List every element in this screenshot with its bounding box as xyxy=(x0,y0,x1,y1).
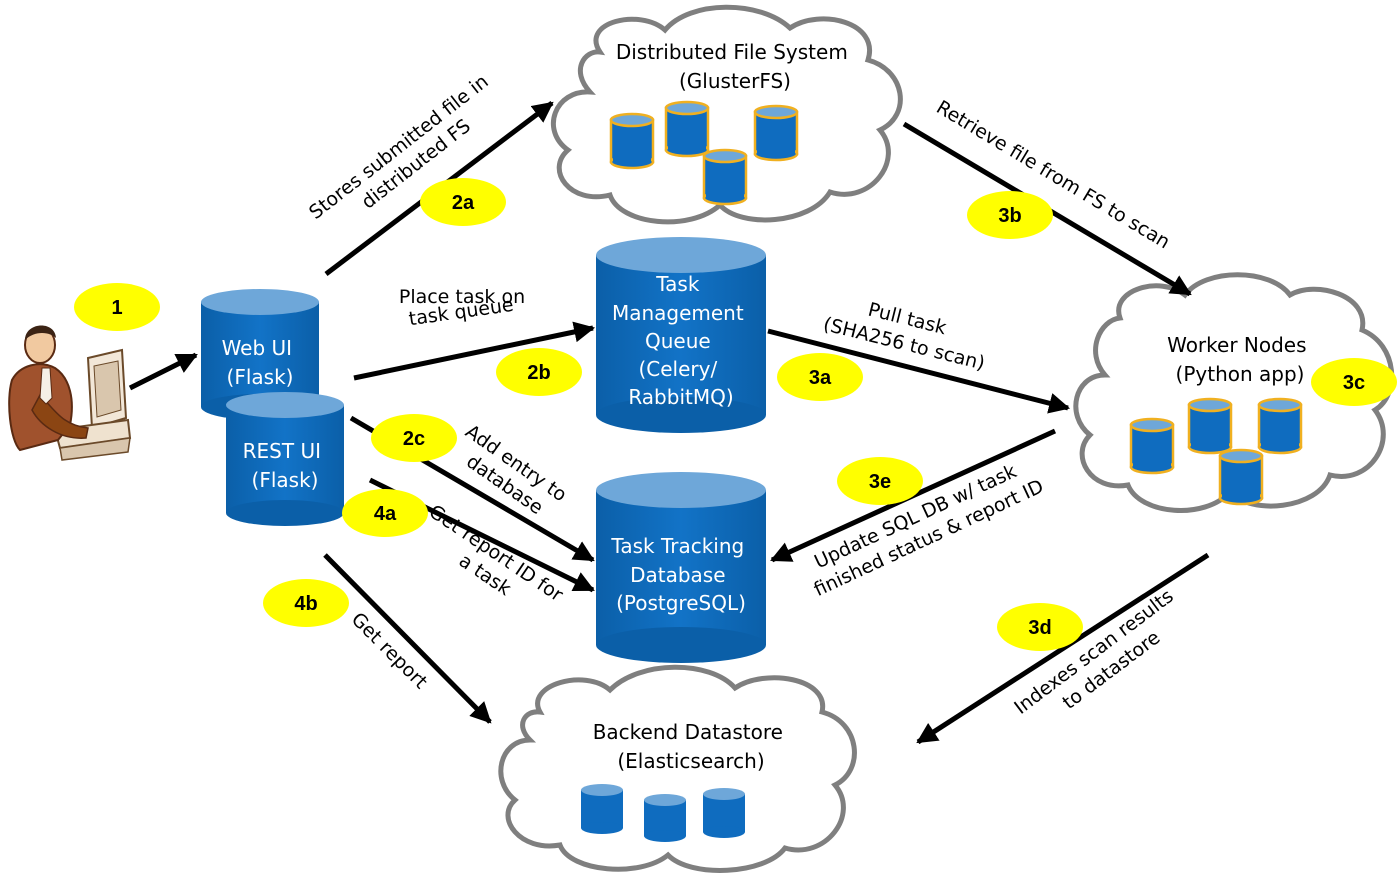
storage-cylinder-icon xyxy=(702,148,748,206)
arrow-3d-to-datastore xyxy=(916,552,1210,745)
svg-text:3c: 3c xyxy=(1343,372,1365,394)
storage-cylinder-icon xyxy=(703,788,745,838)
task-queue-label: Task Management Queue (Celery/ RabbitMQ) xyxy=(612,272,750,409)
step-badge-2b: 2b xyxy=(496,348,582,396)
svg-text:3a: 3a xyxy=(809,367,832,389)
arrow-user-to-webui xyxy=(128,352,198,391)
workers-label: Worker Nodes (Python app) xyxy=(1167,333,1313,386)
storage-cylinder-icon xyxy=(644,794,686,842)
arrow-4b-to-datastore xyxy=(323,553,492,724)
svg-text:4a: 4a xyxy=(374,503,397,525)
storage-cylinder-icon xyxy=(609,112,655,170)
task-queue-node: Task Management Queue (Celery/ RabbitMQ) xyxy=(596,237,766,433)
svg-text:3e: 3e xyxy=(869,471,891,493)
edge-label-retrieve-file: Retrieve file from FS to scan xyxy=(932,96,1173,253)
dfs-storage-icons xyxy=(609,100,799,206)
storage-cylinder-icon xyxy=(664,100,710,158)
step-badge-4a: 4a xyxy=(342,489,428,537)
svg-text:1: 1 xyxy=(111,297,122,319)
svg-text:3b: 3b xyxy=(998,205,1021,227)
datastore-storage-icons xyxy=(581,784,745,842)
storage-cylinder-icon xyxy=(1257,397,1303,455)
step-badges: 1 2a 2b 2c 4a 4b 3a 3b xyxy=(74,178,1397,651)
svg-text:3d: 3d xyxy=(1028,617,1051,639)
dfs-label: Distributed File System (GlusterFS) xyxy=(616,40,854,93)
task-db-node: Task Tracking Database (PostgreSQL) xyxy=(596,472,766,663)
step-badge-3c: 3c xyxy=(1311,358,1397,406)
step-badge-2c: 2c xyxy=(371,414,457,462)
step-badge-3b: 3b xyxy=(967,191,1053,239)
step-badge-3a: 3a xyxy=(777,353,863,401)
storage-cylinder-icon xyxy=(753,104,799,162)
web-ui-label: Web UI (Flask) xyxy=(222,336,299,389)
rest-ui-node: REST UI (Flask) xyxy=(226,392,344,526)
edge-label-place-task: Place task on xyxy=(399,286,525,308)
svg-text:2b: 2b xyxy=(527,362,550,384)
step-badge-1: 1 xyxy=(74,283,160,331)
svg-text:4b: 4b xyxy=(294,593,317,615)
storage-cylinder-icon xyxy=(1129,417,1175,475)
storage-cylinder-icon xyxy=(1218,448,1264,506)
worker-storage-icons xyxy=(1129,397,1303,506)
arrow-3a-to-workers xyxy=(767,328,1071,414)
arrow-2b-to-queue xyxy=(353,321,596,381)
step-badge-3d: 3d xyxy=(997,603,1083,651)
svg-text:2c: 2c xyxy=(403,428,425,450)
user-at-computer-icon xyxy=(8,325,132,461)
step-badge-3e: 3e xyxy=(837,457,923,505)
datastore-label: Backend Datastore (Elasticsearch) xyxy=(593,720,790,773)
edge-label-update-db: Update SQL DB w/ task finished status & … xyxy=(800,453,1047,602)
svg-text:2a: 2a xyxy=(452,192,475,214)
rest-ui-label: REST UI (Flask) xyxy=(243,439,328,492)
storage-cylinder-icon xyxy=(1187,397,1233,455)
step-badge-2a: 2a xyxy=(420,178,506,226)
task-db-label: Task Tracking Database (PostgreSQL) xyxy=(610,534,750,615)
storage-cylinder-icon xyxy=(581,784,623,834)
step-badge-4b: 4b xyxy=(263,579,349,627)
